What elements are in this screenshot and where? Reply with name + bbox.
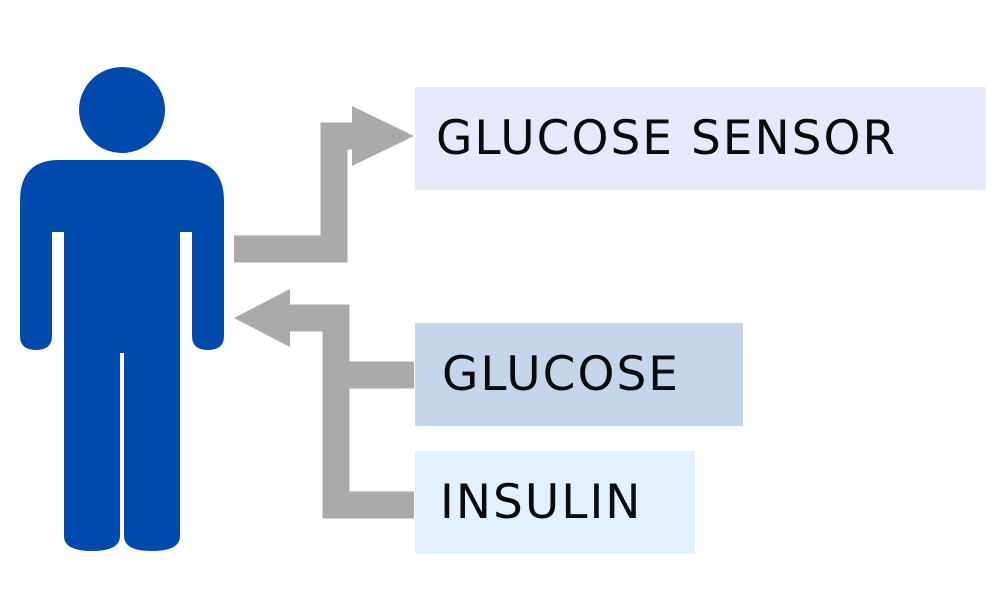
- arrow-from-insulin-line: [322, 375, 414, 519]
- person-icon: [20, 67, 224, 551]
- person-body: [20, 160, 224, 551]
- arrow-to-sensor-head: [352, 106, 414, 166]
- arrow-to-person-head: [234, 289, 290, 347]
- glucose-label: GLUCOSE: [442, 347, 681, 402]
- arrow-from-glucose-line: [290, 304, 414, 389]
- arrow-to-sensor-line: [234, 122, 352, 263]
- insulin-box: INSULIN: [415, 451, 695, 554]
- glucose-sensor-label: GLUCOSE SENSOR: [436, 111, 898, 166]
- arrow-to-sensor: [234, 106, 414, 263]
- person-head: [79, 67, 165, 153]
- glucose-sensor-box: GLUCOSE SENSOR: [415, 87, 986, 190]
- arrow-to-person: [234, 289, 414, 519]
- glucose-box: GLUCOSE: [415, 323, 743, 426]
- insulin-label: INSULIN: [440, 475, 643, 530]
